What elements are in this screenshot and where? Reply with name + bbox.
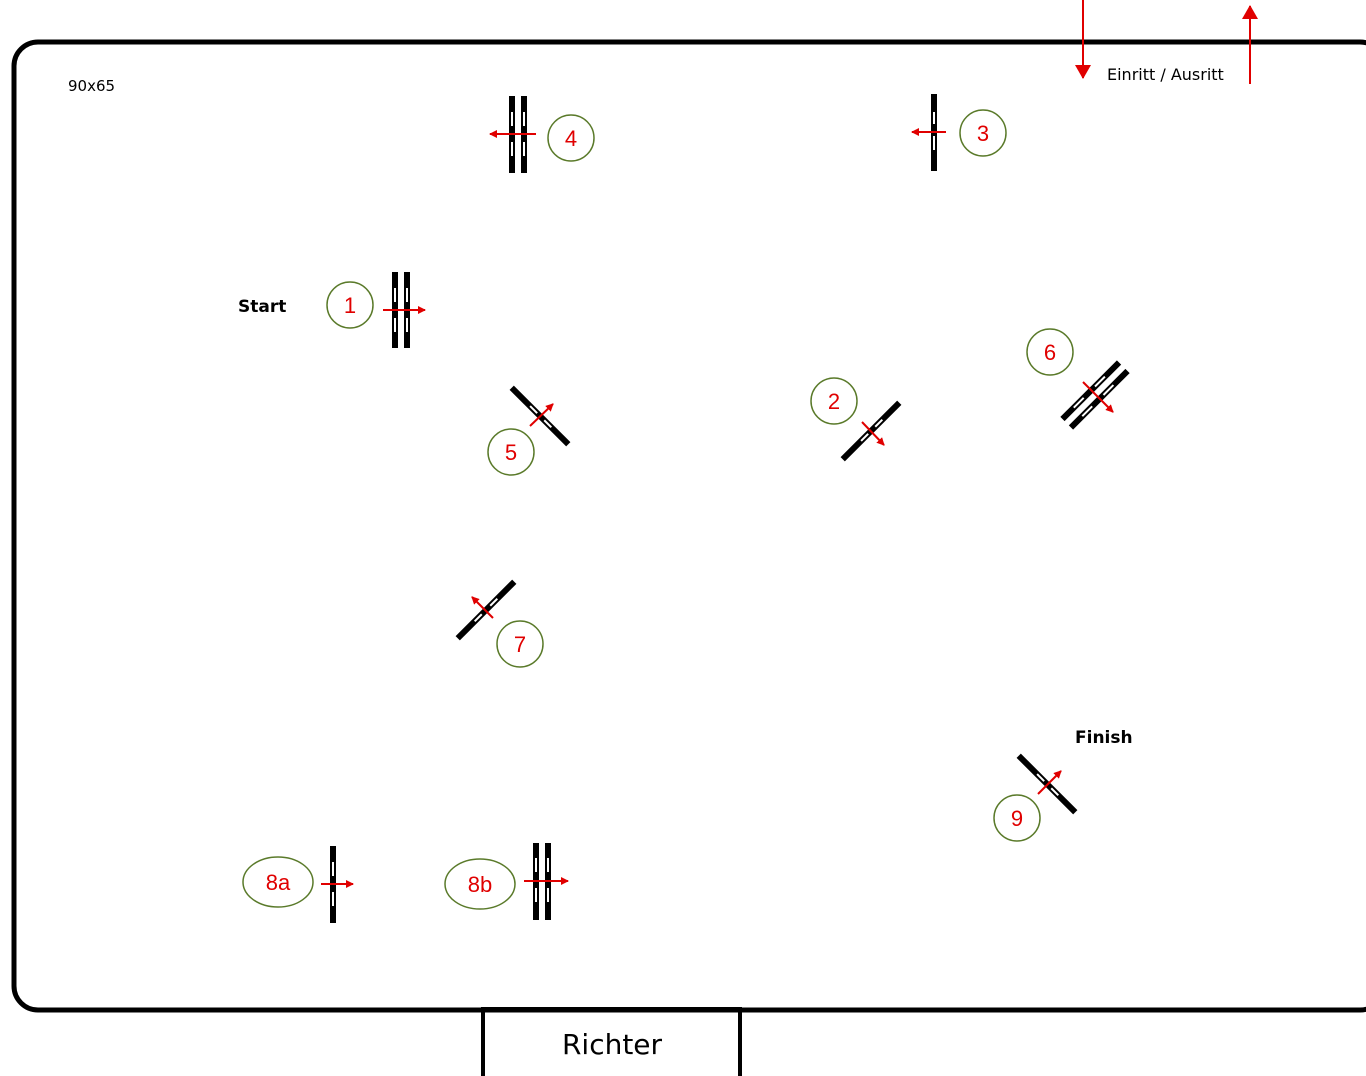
obstacle-number: 9 — [1011, 806, 1023, 831]
obstacle-8a: 8a — [242, 846, 354, 923]
obstacle-number: 1 — [344, 293, 356, 318]
obstacle-number: 4 — [565, 126, 577, 151]
obstacle-8b: 8b — [444, 843, 569, 920]
obstacle-number: 2 — [828, 389, 840, 414]
number-ellipse — [444, 858, 516, 910]
entry-exit: Einritt / Ausritt — [1075, 0, 1258, 84]
obstacle-number: 3 — [977, 121, 989, 146]
number-circle — [487, 428, 535, 476]
number-circle — [959, 109, 1007, 157]
number-circle — [547, 114, 595, 162]
start-label: Start — [238, 297, 286, 317]
number-circle — [326, 281, 374, 329]
obstacle-9: 9 — [993, 753, 1078, 842]
arena-size-label: 90x65 — [68, 77, 115, 95]
obstacle-5: 5 — [487, 385, 571, 476]
number-circle — [810, 377, 858, 425]
number-circle — [1026, 328, 1074, 376]
direction-arrow — [861, 421, 885, 446]
obstacle-3: 3 — [911, 94, 1007, 171]
number-ellipse — [242, 856, 314, 908]
obstacle-number: 5 — [505, 440, 517, 465]
judge-box — [481, 1007, 742, 1076]
obstacle-4: 4 — [489, 96, 595, 173]
obstacle-1: 1 — [326, 272, 426, 348]
obstacle-number: 8a — [266, 870, 291, 895]
entry-exit-label: Einritt / Ausritt — [1107, 65, 1224, 84]
obstacle-2: 2 — [810, 377, 902, 462]
finish-label: Finish — [1075, 728, 1133, 748]
arena-border — [11, 39, 1366, 1013]
obstacle-number: 7 — [514, 632, 526, 657]
direction-arrow — [471, 596, 494, 619]
obstacle-7: 7 — [455, 579, 544, 668]
obstacle-number: 6 — [1044, 340, 1056, 365]
number-circle — [496, 620, 544, 668]
number-circle — [993, 794, 1041, 842]
judge-label: Richter — [562, 1028, 663, 1061]
direction-arrow — [1082, 381, 1114, 413]
direction-arrow — [1037, 770, 1062, 795]
obstacle-number: 8b — [468, 872, 492, 897]
direction-arrow — [529, 403, 554, 427]
obstacle-6: 6 — [1026, 328, 1130, 430]
